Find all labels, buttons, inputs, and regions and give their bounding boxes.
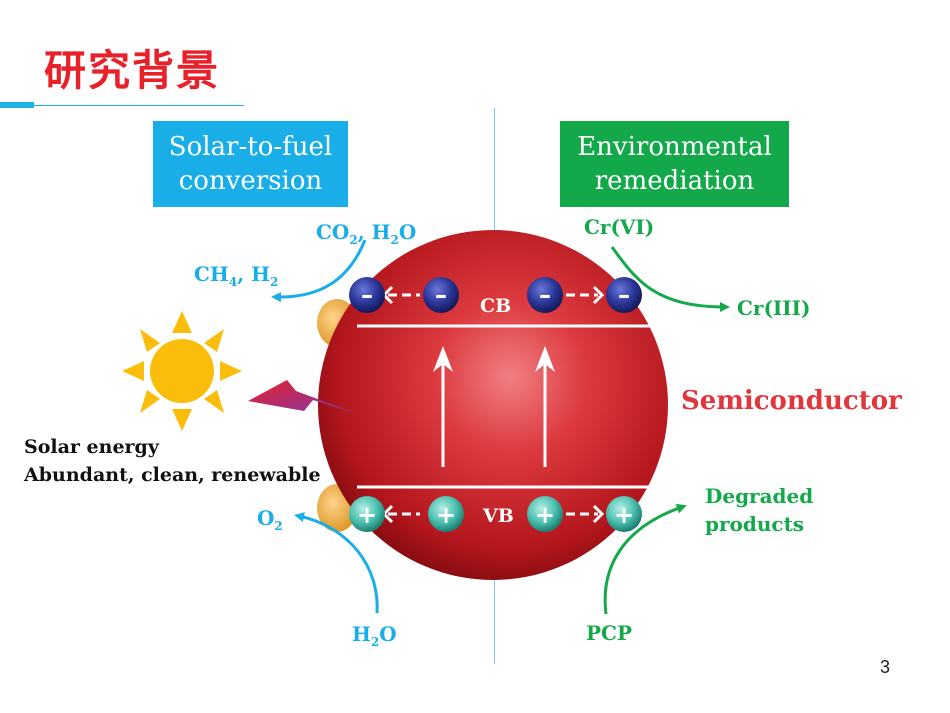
solar-title-line1: Solar-to-fuel (168, 132, 333, 162)
degraded-line2: products (705, 512, 805, 536)
svg-text:–: – (618, 281, 630, 309)
degraded-line1: Degraded (705, 484, 814, 508)
cb-label: CB (480, 295, 511, 317)
pcp-degradation-arrow (603, 503, 687, 615)
ch4-h2-label: CH4, H2 (194, 262, 279, 289)
solar-energy-line1: Solar energy (24, 436, 159, 458)
hole-transfer-arrow-right (566, 504, 605, 524)
semiconductor-sphere (318, 230, 668, 580)
env-title-line1: Environmental (577, 132, 772, 162)
co2-reduction-arrow (271, 239, 367, 303)
cr3-label: Cr(III) (737, 296, 811, 320)
semiconductor-label: Semiconductor (681, 386, 902, 416)
svg-text:–: – (539, 281, 551, 309)
vb-label: VB (482, 505, 514, 527)
pcp-label: PCP (586, 621, 632, 645)
degraded-products-label: Degraded products (705, 482, 813, 538)
h2o-label: H2O (352, 622, 397, 649)
env-title-line2: remediation (594, 166, 755, 196)
excitation-arrow-left (433, 346, 453, 467)
electron-3: – (527, 277, 563, 313)
solar-to-fuel-panel-title: Solar-to-fuel conversion (153, 121, 348, 207)
title-underline (34, 105, 244, 106)
solar-energy-caption: Solar energy Abundant, clean, renewable (24, 433, 321, 489)
svg-text:+: + (535, 501, 555, 529)
electron-transfer-arrow-right (566, 285, 605, 305)
slide-title: 研究背景 (44, 46, 221, 95)
title-accent-bar (0, 102, 34, 108)
hole-1: + (349, 496, 385, 532)
svg-text:+: + (614, 501, 634, 529)
chromium-reduction-arrow (610, 246, 730, 312)
excitation-arrow-right (535, 346, 555, 467)
water-oxidation-arrow (294, 512, 379, 614)
hole-3: + (527, 496, 563, 532)
electron-4: – (606, 277, 642, 313)
svg-text:+: + (357, 501, 377, 529)
page-number: 3 (880, 657, 891, 677)
solar-energy-line2: Abundant, clean, renewable (24, 464, 321, 486)
electron-2: – (423, 277, 459, 313)
co2-h2o-label: CO2, H2O (316, 220, 417, 247)
svg-text:–: – (361, 281, 373, 309)
o2-label: O2 (257, 506, 283, 533)
electron-1: – (349, 277, 385, 313)
lightning-bolt-icon (248, 380, 358, 414)
solar-title-line2: conversion (178, 166, 323, 196)
svg-text:–: – (435, 281, 447, 309)
environmental-remediation-panel-title: Environmental remediation (560, 121, 789, 207)
cr6-label: Cr(VI) (584, 215, 655, 239)
sun-icon (122, 311, 242, 431)
hole-2: + (428, 496, 464, 532)
svg-text:+: + (436, 501, 456, 529)
hole-4: + (606, 496, 642, 532)
